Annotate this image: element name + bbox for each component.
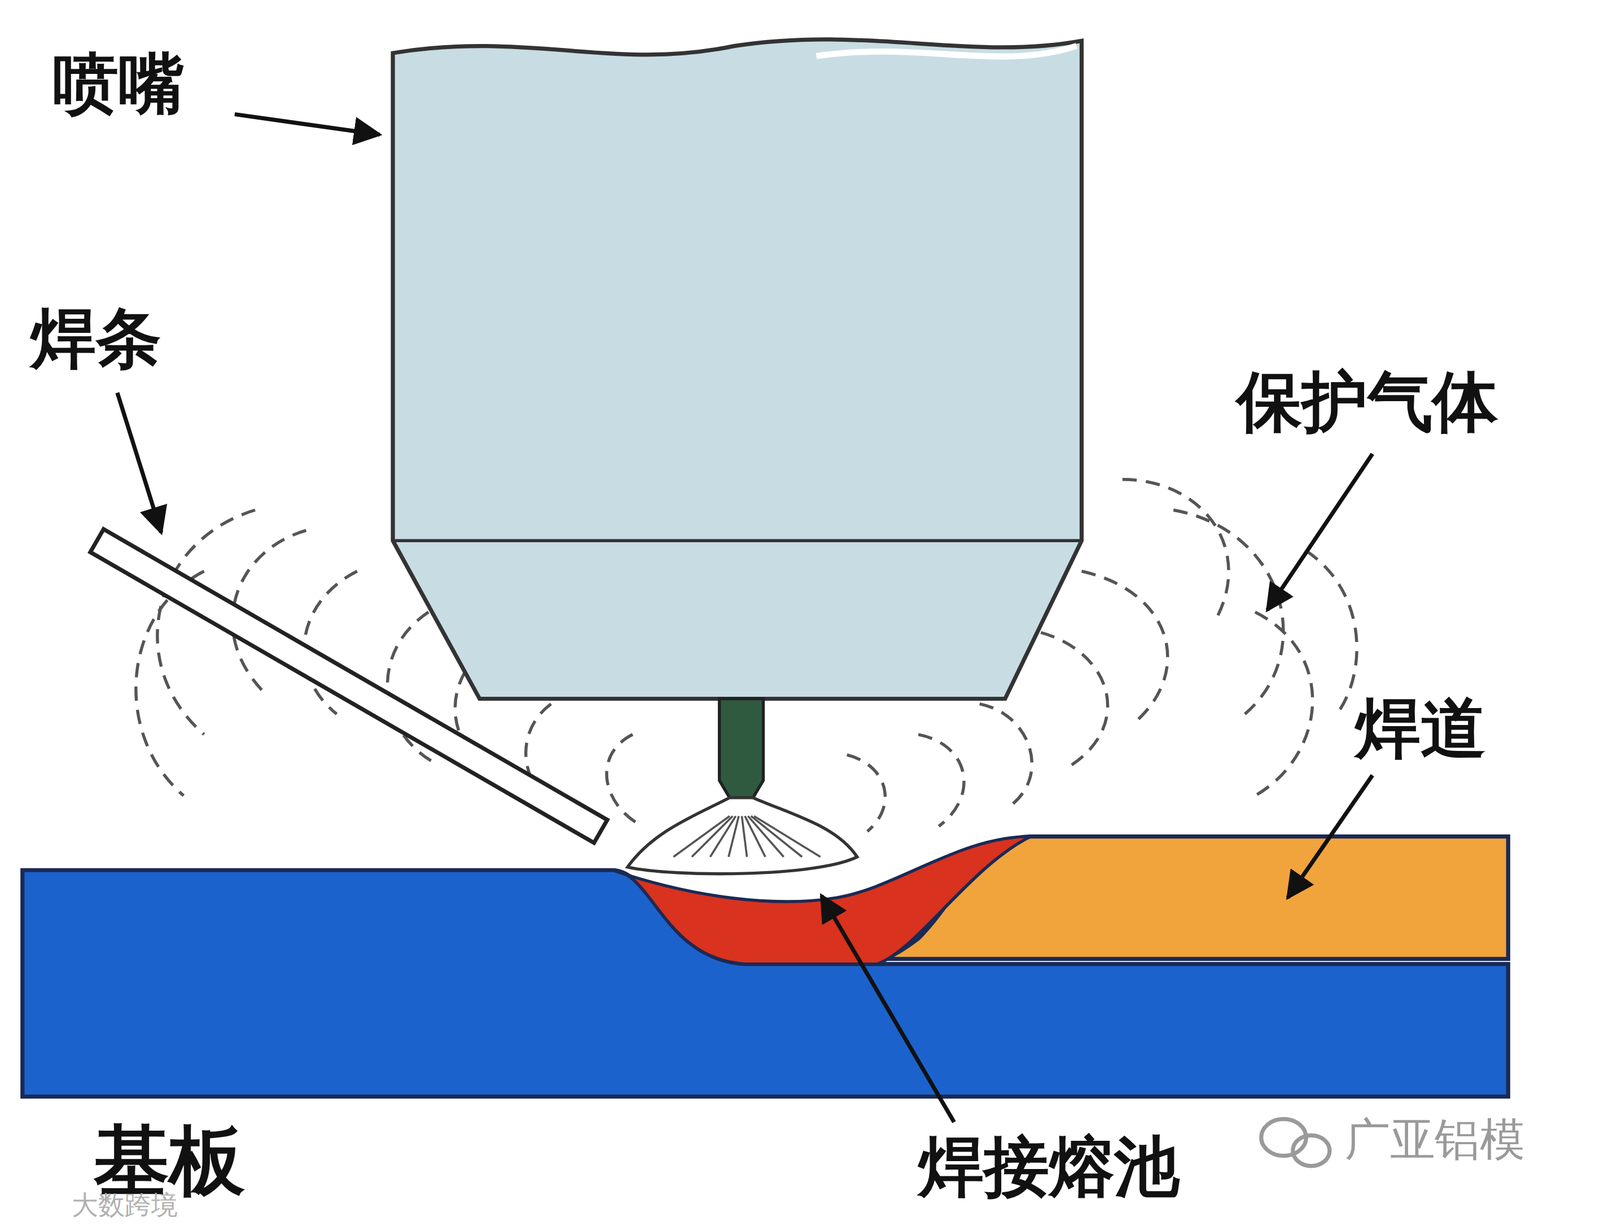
part-label: 焊接熔池 <box>918 1134 1180 1201</box>
watermark: 广亚铝模 <box>1344 1117 1525 1163</box>
nozzle <box>392 39 1082 700</box>
watermark: 大数跨境 <box>71 1191 178 1219</box>
filler-rod <box>90 529 608 844</box>
watermark-icon <box>1261 1119 1330 1166</box>
part-label: 焊道 <box>1355 695 1486 762</box>
part-label: 喷嘴 <box>53 50 184 117</box>
arc <box>627 798 858 875</box>
part-label: 基板 <box>93 1122 245 1199</box>
leader-lines <box>117 114 1373 1123</box>
electrode <box>719 699 764 799</box>
part-label: 焊条 <box>30 305 161 372</box>
part-label: 保护气体 <box>1236 369 1498 436</box>
